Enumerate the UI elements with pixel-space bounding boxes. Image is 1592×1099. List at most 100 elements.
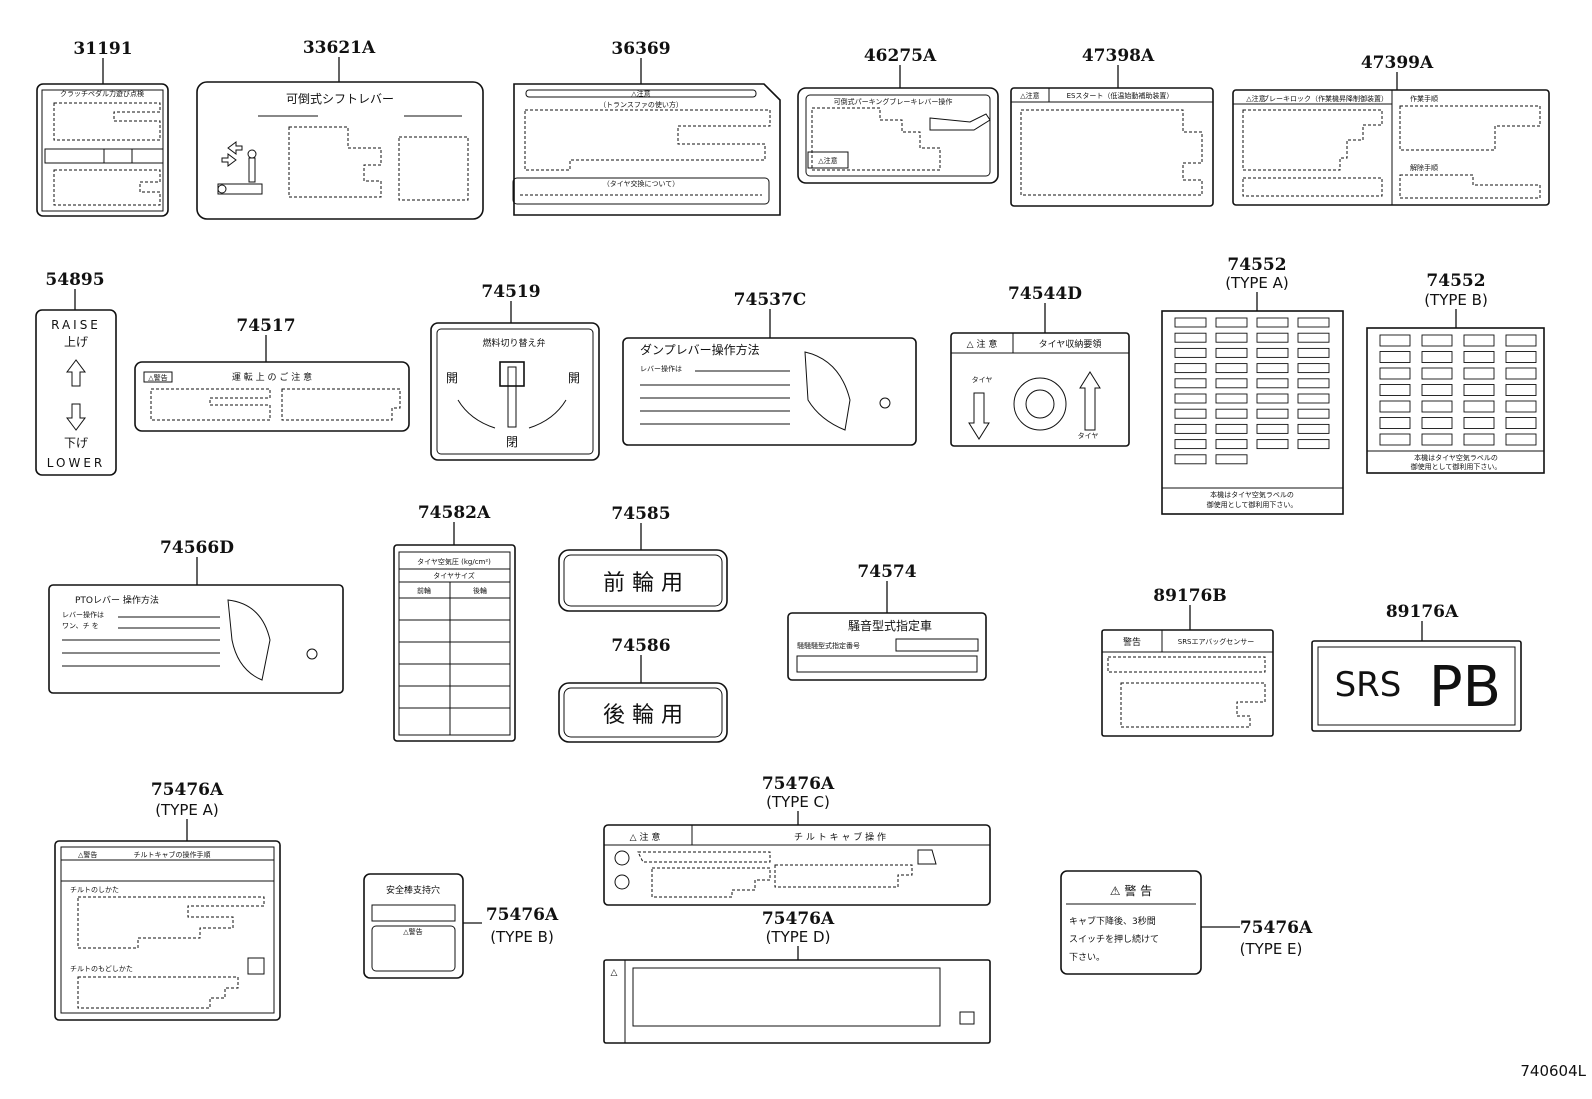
label-cell bbox=[1174, 454, 1207, 465]
part-number-74517: 74517 bbox=[236, 316, 295, 336]
label-74544D-warn: △ 注 意 bbox=[967, 338, 998, 350]
part-number-46275A: 46275A bbox=[864, 46, 937, 66]
label-74566D-text2: ワン、チ を bbox=[62, 622, 99, 630]
label-74566D-text1: レバー操作は bbox=[62, 610, 104, 619]
label-74552-b-foot2: 御使用として御利用下さい。 bbox=[1411, 462, 1502, 471]
arrow-left-icon bbox=[457, 399, 496, 429]
part-number-54895: 54895 bbox=[45, 270, 104, 290]
label-cell bbox=[1297, 393, 1330, 404]
label-75476A-b-warn: △警告 bbox=[403, 927, 422, 936]
label-cell bbox=[1297, 332, 1330, 343]
label-47398A-warn: △注意 bbox=[1020, 91, 1039, 100]
label-cell bbox=[1174, 393, 1207, 404]
type-74552-b: (TYPE B) bbox=[1424, 291, 1488, 309]
label-74544D: 74544D △ 注 意 タイヤ収納要領 タイヤ タイヤ bbox=[950, 284, 1130, 447]
label-46275A-text: 可倒式パーキングブレーキレバー操作 bbox=[834, 97, 953, 106]
part-number-74574: 74574 bbox=[857, 562, 916, 582]
tilt-icon bbox=[917, 849, 937, 865]
label-cell bbox=[1505, 433, 1537, 446]
cab-icon-1 bbox=[614, 850, 630, 866]
arrow-up-icon bbox=[1079, 371, 1101, 431]
label-cell bbox=[1505, 367, 1537, 380]
label-75476A-type-b: 75476A (TYPE B) 安全棒支持穴 △警告 bbox=[363, 873, 559, 979]
part-number-36369: 36369 bbox=[611, 39, 670, 59]
part-number-74552-b: 74552 bbox=[1426, 271, 1485, 291]
label-cell bbox=[1421, 351, 1453, 363]
label-74586-text: 後 輪 用 bbox=[603, 703, 683, 728]
label-74574-text: 騒騒騒型式指定番号 bbox=[797, 641, 860, 650]
part-number-74552-a: 74552 bbox=[1227, 255, 1286, 275]
label-cell bbox=[1463, 367, 1495, 380]
part-number-75476A-a: 75476A bbox=[151, 780, 224, 800]
label-74544D-tire-right: タイヤ bbox=[1078, 431, 1099, 440]
label-74519: 74519 燃料切り替え弁 開 開 閉 bbox=[430, 282, 600, 461]
label-89176A: 89176A SRS PB bbox=[1311, 602, 1522, 732]
cab-icon-2 bbox=[614, 874, 630, 890]
label-cell bbox=[1463, 417, 1495, 429]
label-74552-b-foot1: 本機はタイヤ空気ラベルの bbox=[1414, 453, 1498, 462]
part-number-75476A-c: 75476A bbox=[762, 774, 835, 794]
label-47398A: 47398A △注意 ESスタート（低温始動補助装置） bbox=[1010, 46, 1214, 207]
label-75476A-type-e: 75476A (TYPE E) ⚠ 警 告 キャブ下降後、3秒間 スイッチを押し… bbox=[1060, 870, 1313, 975]
type-75476A-b: (TYPE B) bbox=[490, 928, 554, 946]
label-74552-type-b: 74552 (TYPE B) 本機はタイヤ空気ラベルの 御使用として御利用下さい… bbox=[1366, 271, 1545, 474]
label-74537C-text: レバー操作は bbox=[640, 364, 682, 373]
label-74585: 74585 前 輪 用 bbox=[558, 504, 728, 612]
label-cell bbox=[1421, 334, 1453, 347]
label-74566D-title: PTOレバー 操作方法 bbox=[75, 594, 159, 606]
label-75476A-e-line1: キャブ下降後、3秒間 bbox=[1069, 915, 1156, 927]
part-number-47399A: 47399A bbox=[1361, 53, 1434, 73]
part-number-74544D: 74544D bbox=[1008, 284, 1082, 304]
switch-icon bbox=[959, 1011, 975, 1025]
label-89176A-pb: PB bbox=[1429, 655, 1501, 720]
label-cell bbox=[1215, 454, 1248, 465]
label-cell bbox=[1215, 378, 1248, 389]
label-74552-a-foot2: 御使用として御利用下さい。 bbox=[1207, 500, 1298, 509]
lever-icon bbox=[929, 113, 991, 131]
label-47399A-warn: △注意 bbox=[1246, 94, 1265, 103]
part-number-33621A: 33621A bbox=[303, 38, 376, 58]
part-number-75476A-b: 75476A bbox=[486, 905, 559, 925]
label-cell bbox=[1379, 384, 1411, 396]
label-75476A-d-warn: △ bbox=[611, 968, 618, 978]
label-cell bbox=[1379, 367, 1411, 380]
label-cell bbox=[1174, 378, 1207, 389]
label-cell bbox=[1297, 423, 1330, 434]
label-cell bbox=[1421, 384, 1453, 396]
label-cell bbox=[1379, 417, 1411, 429]
label-46275A: 46275A 可倒式パーキングブレーキレバー操作 △注意 bbox=[797, 46, 999, 184]
label-cell bbox=[1463, 334, 1495, 347]
label-cell bbox=[1174, 317, 1207, 328]
label-75476A-c-warn: △ 注 意 bbox=[630, 831, 661, 843]
type-74552-a: (TYPE A) bbox=[1225, 274, 1289, 292]
label-cell bbox=[1463, 433, 1495, 446]
label-74552-a-foot1: 本機はタイヤ空気ラベルの bbox=[1210, 490, 1294, 499]
label-cell bbox=[1256, 393, 1289, 404]
label-33621A: 33621A 可倒式シフトレバー bbox=[196, 38, 484, 220]
part-number-75476A-d: 75476A bbox=[762, 909, 835, 929]
label-cell bbox=[1505, 400, 1537, 413]
arrow-right-icon bbox=[528, 399, 567, 429]
arrow-down-icon bbox=[66, 403, 86, 431]
label-36369-caution: △注意 bbox=[631, 89, 650, 98]
label-cell bbox=[1421, 417, 1453, 429]
label-cell bbox=[1379, 334, 1411, 347]
label-36369: 36369 △注意 （トランスファの使い方） （タイヤ交換について） bbox=[512, 39, 781, 216]
part-number-74519: 74519 bbox=[481, 282, 540, 302]
label-74544D-text: タイヤ収納要領 bbox=[1039, 338, 1102, 350]
label-cell bbox=[1297, 317, 1330, 328]
label-cell bbox=[1505, 417, 1537, 429]
part-number-89176A: 89176A bbox=[1386, 602, 1459, 622]
label-74517-text: 運 転 上 の ご 注 意 bbox=[232, 371, 312, 383]
label-cell bbox=[1505, 334, 1537, 347]
label-74582A: 74582A タイヤ空気圧 (kg/cm²) タイヤサイズ 前輪 後輪 bbox=[393, 503, 516, 742]
label-74585-text: 前 輪 用 bbox=[603, 571, 683, 596]
label-75476A-e-line2: スイッチを押し続けて bbox=[1069, 933, 1159, 945]
label-cell bbox=[1297, 378, 1330, 389]
label-cell bbox=[1256, 423, 1289, 434]
label-36369-text2: （タイヤ交換について） bbox=[603, 179, 680, 188]
part-number-31191: 31191 bbox=[73, 39, 132, 59]
label-cell bbox=[1174, 347, 1207, 358]
label-75476A-a-text2: チルトのしかた bbox=[70, 886, 119, 894]
label-74517: 74517 △警告 運 転 上 の ご 注 意 bbox=[134, 316, 410, 432]
